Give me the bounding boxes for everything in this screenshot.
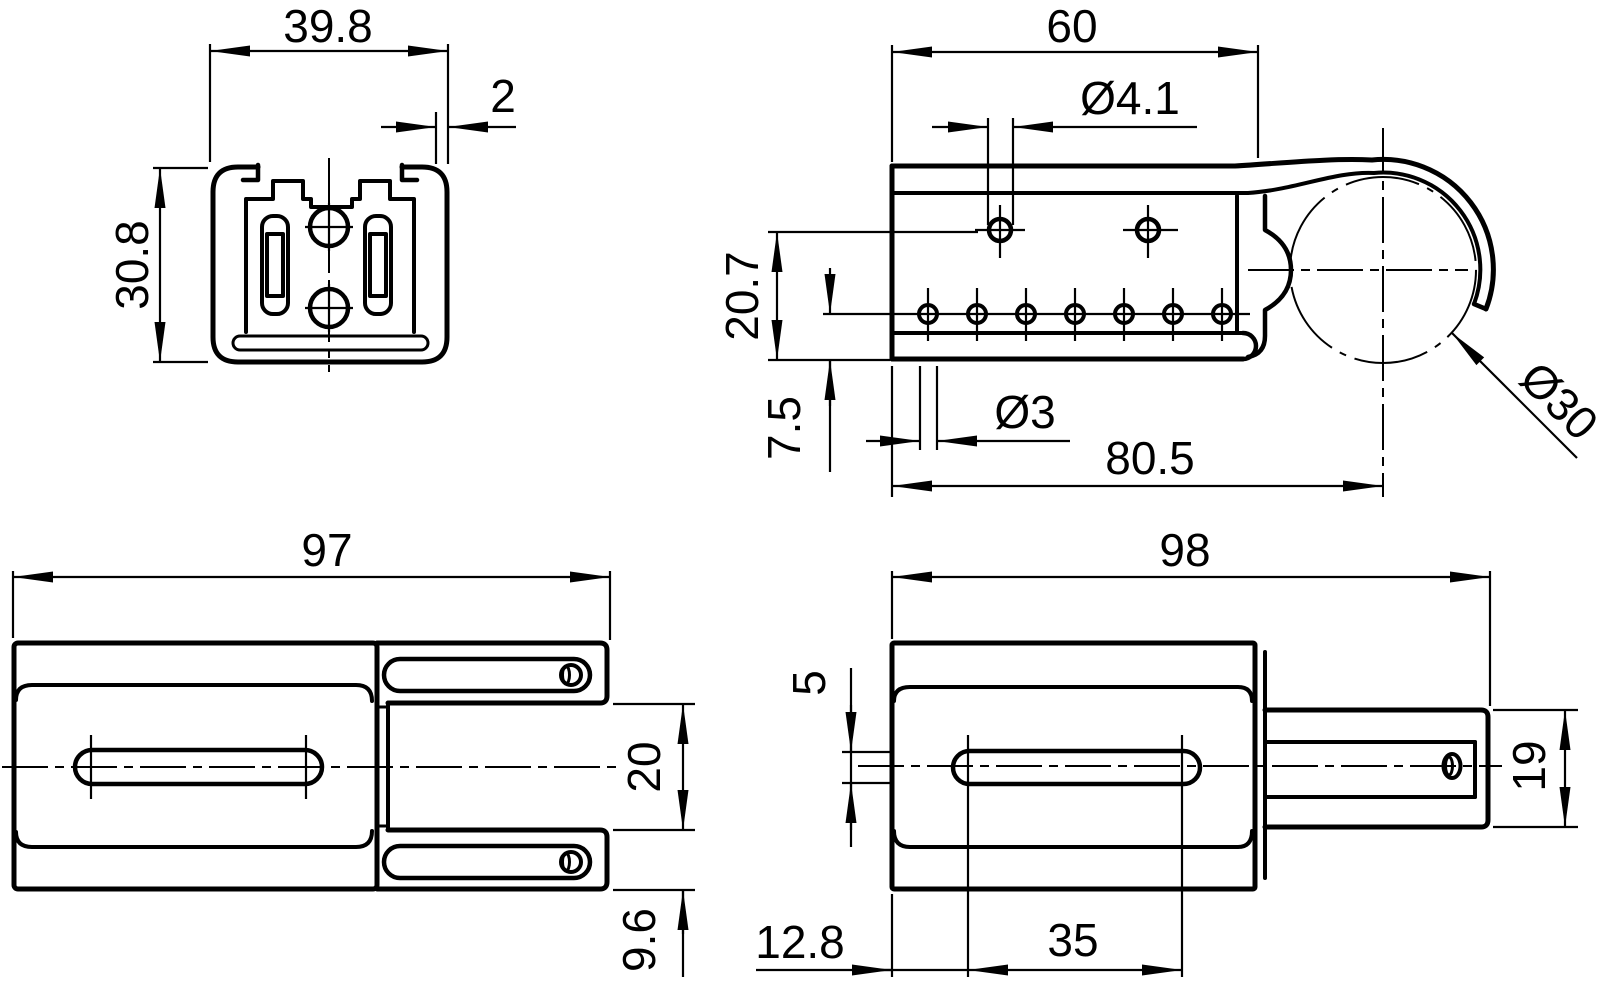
dim-label-tab-height: 19 (1503, 740, 1555, 791)
front-outer-channel (210, 164, 450, 365)
dim-label-fork-length: 97 (301, 524, 352, 576)
dim-label-slot-length: 35 (1047, 914, 1098, 966)
dim-label-hole-large: Ø4.1 (1080, 72, 1180, 124)
fork-upper-prong (374, 640, 610, 706)
tab-body-topfold (892, 685, 1254, 703)
side-small-hole-row (917, 288, 1233, 341)
dim-label-slot-height: 5 (783, 670, 835, 696)
front-left-contact (265, 232, 285, 298)
front-right-slot (363, 214, 393, 316)
dim-label-prong-thickness: 9.6 (613, 908, 665, 972)
view-bottom-tab: 98 5 19 12.8 35 (755, 524, 1578, 977)
dim-label-fork-gap: 20 (618, 741, 670, 792)
side-outer-hook (889, 156, 1496, 312)
side-inner-hook (890, 170, 1483, 306)
front-left-slot (260, 214, 290, 316)
fork-body-bottomfold (14, 829, 374, 849)
dim-label-hole-small: Ø3 (994, 386, 1055, 438)
fork-lower-slot (381, 843, 593, 881)
front-right-lip (399, 162, 420, 183)
view-front-profile: 39.8 2 30.8 (106, 0, 516, 372)
fork-body-topfold (14, 683, 374, 703)
dim-label-front-thickness: 2 (490, 70, 516, 122)
tab-body-bottomfold (892, 829, 1254, 849)
front-right-contact (368, 232, 388, 298)
dim-label-slot-offset: 12.8 (755, 916, 845, 968)
dim-label-side-width: 60 (1046, 0, 1097, 52)
dim-label-length-to-center: 80.5 (1105, 432, 1195, 484)
tab-outline (1262, 707, 1491, 830)
side-hook-wall (1245, 193, 1294, 360)
view-side-clamp: 60 Ø4.1 20.7 7.5 Ø3 80.5 Ø30 (716, 0, 1600, 497)
front-bottom-slot (231, 334, 430, 352)
dim-label-center-height: 20.7 (716, 251, 768, 341)
dim-label-front-width: 39.8 (283, 0, 373, 52)
fork-lower-prong (374, 827, 610, 892)
tab-body-slot (950, 748, 1203, 787)
dim-label-front-height: 30.8 (106, 220, 158, 310)
front-left-lip (240, 162, 261, 183)
dim-label-tab-length: 98 (1159, 524, 1210, 576)
view-top-fork: 97 20 9.6 (2, 524, 695, 977)
fork-upper-slot (381, 656, 593, 694)
dim-label-row-height: 7.5 (758, 396, 810, 460)
